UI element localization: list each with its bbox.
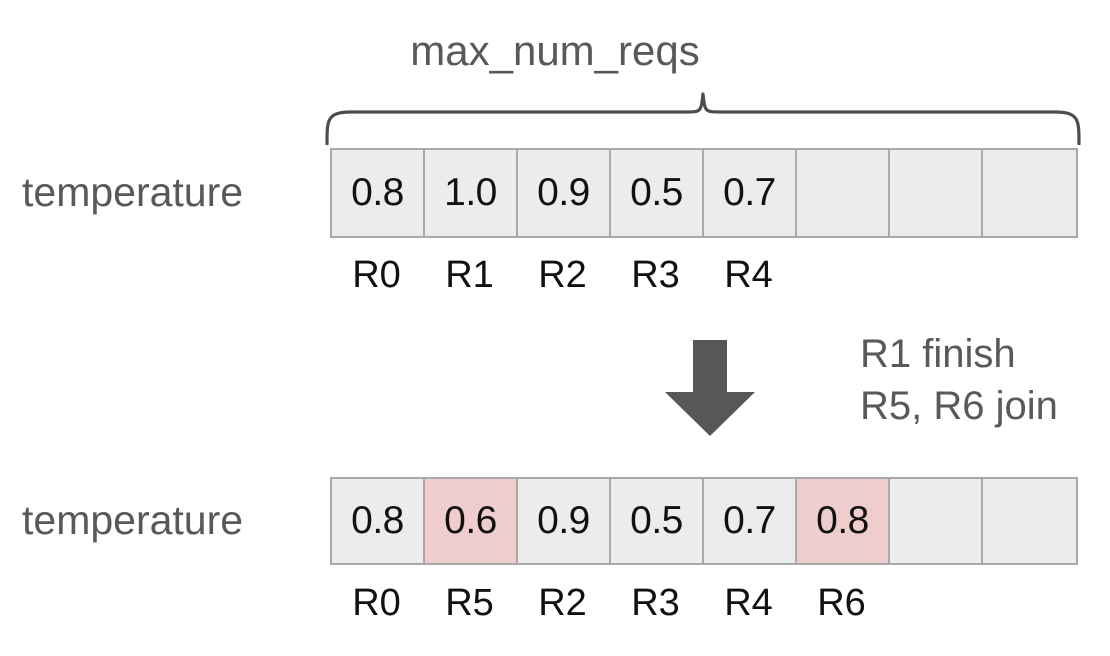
request-ticks-bottom: R0 R5 R2 R3 R4 R6 [330, 584, 1074, 622]
row-label-temperature-bottom: temperature [22, 497, 244, 543]
request-tick: R0 [352, 254, 401, 296]
array-cell[interactable]: 0.8 [332, 150, 425, 236]
request-ticks-top: R0 R1 R2 R3 R4 [330, 256, 1074, 294]
request-tick [888, 584, 981, 622]
request-tick [795, 256, 888, 294]
request-tick [981, 256, 1074, 294]
request-tick: R1 [445, 254, 494, 296]
page-title: max_num_reqs [410, 27, 700, 74]
request-tick: R5 [445, 582, 494, 624]
array-cell-empty[interactable] [983, 479, 1076, 563]
request-tick: R2 [538, 582, 587, 624]
array-cell[interactable]: 0.8 [332, 479, 425, 563]
array-cell[interactable]: 0.7 [704, 479, 797, 563]
transition-annotation: R1 finish R5, R6 join [860, 328, 1058, 432]
array-cell-highlighted[interactable]: 0.6 [425, 479, 518, 563]
array-cell-highlighted[interactable]: 0.8 [797, 479, 890, 563]
request-tick [888, 256, 981, 294]
array-cell-empty[interactable] [797, 150, 890, 236]
down-arrow-icon [660, 340, 760, 436]
temperature-array-bottom: 0.8 0.6 0.9 0.5 0.7 0.8 [330, 477, 1078, 565]
temperature-array-top: 0.8 1.0 0.9 0.5 0.7 [330, 148, 1078, 238]
array-cell[interactable]: 1.0 [425, 150, 518, 236]
array-cell-empty[interactable] [983, 150, 1076, 236]
request-tick: R3 [631, 254, 680, 296]
brace-icon [325, 92, 1081, 145]
request-tick: R4 [724, 582, 773, 624]
annotation-line-1: R1 finish [860, 332, 1016, 376]
array-cell[interactable]: 0.9 [518, 479, 611, 563]
annotation-line-2: R5, R6 join [860, 384, 1058, 428]
row-label-temperature-top: temperature [22, 169, 244, 215]
array-cell[interactable]: 0.9 [518, 150, 611, 236]
request-tick [981, 584, 1074, 622]
request-tick: R6 [817, 582, 866, 624]
max-num-reqs-brace [323, 90, 1083, 145]
request-tick: R0 [352, 582, 401, 624]
request-tick: R4 [724, 254, 773, 296]
array-cell[interactable]: 0.5 [611, 479, 704, 563]
request-tick: R2 [538, 254, 587, 296]
array-cell-empty[interactable] [890, 479, 983, 563]
array-cell[interactable]: 0.5 [611, 150, 704, 236]
arrow-down-icon [665, 340, 755, 436]
array-cell-empty[interactable] [890, 150, 983, 236]
request-tick: R3 [631, 582, 680, 624]
array-cell[interactable]: 0.7 [704, 150, 797, 236]
